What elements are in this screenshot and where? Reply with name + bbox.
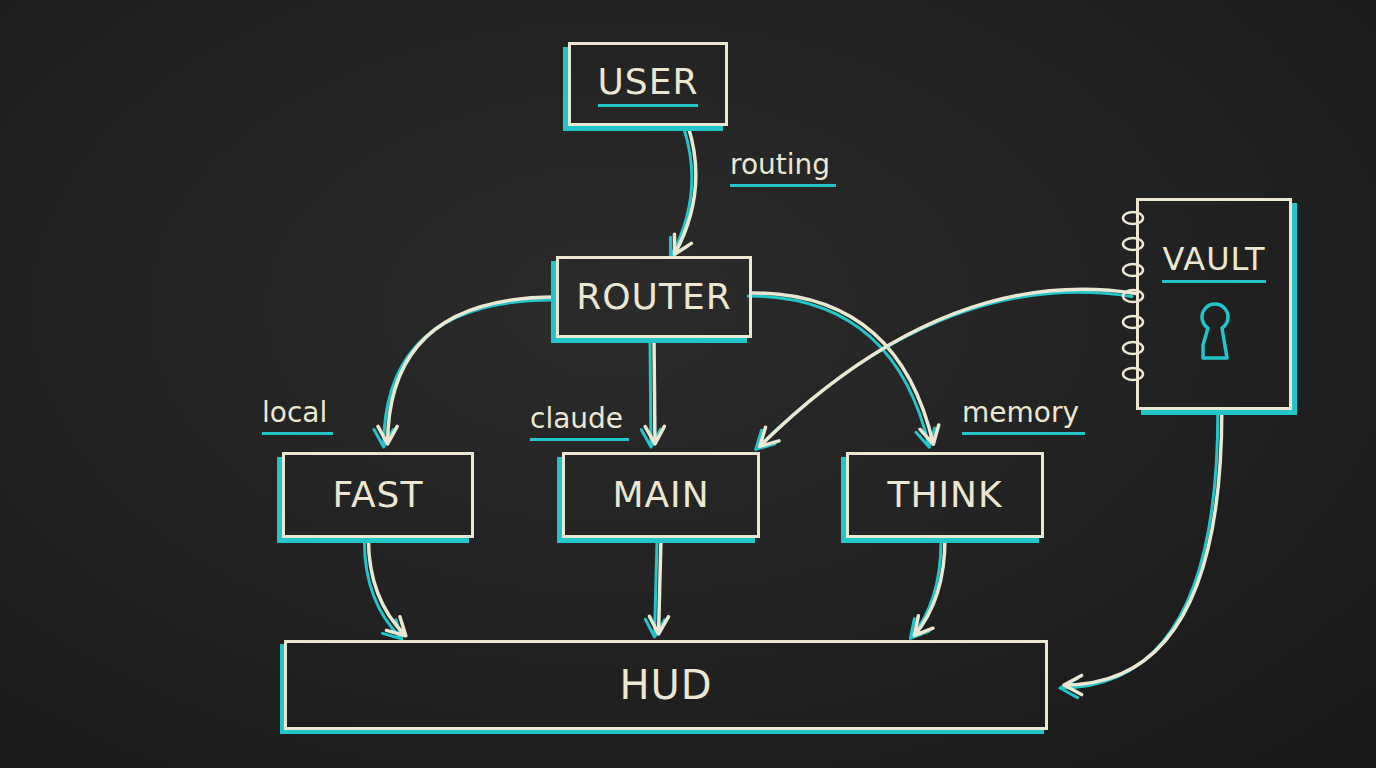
arrow-line (368, 538, 405, 636)
flow-arrow (645, 538, 668, 637)
edge-label-box: local (262, 398, 333, 429)
arrow-line (645, 338, 664, 444)
spiral-ring (1123, 212, 1143, 224)
arrow-line (649, 538, 668, 634)
process-box: HUD (284, 640, 1048, 730)
process-box: VAULT (1136, 198, 1292, 410)
arrow-line (914, 538, 945, 635)
flow-arrow (364, 538, 405, 639)
spiral-ring (1123, 264, 1143, 276)
flow-arrow (756, 289, 1136, 449)
process-box: THINK (846, 452, 1044, 538)
spiral-ring (1123, 342, 1143, 354)
flow-arrow (641, 338, 664, 447)
notebook-spiral (1123, 212, 1143, 380)
node-label: ROUTER (576, 276, 731, 317)
spiral-ring (1123, 238, 1143, 250)
node-label: THINK (887, 474, 1002, 515)
arrow-shadow (1060, 413, 1218, 698)
spiral-ring (1123, 290, 1143, 302)
process-box: FAST (282, 452, 474, 538)
arrow-shadow (756, 292, 1132, 449)
keyhole-symbol (1202, 304, 1228, 358)
edge-label: memory (962, 396, 1085, 435)
arrow-line (1064, 410, 1222, 695)
edge-label: claude (530, 402, 629, 441)
edge-label: local (262, 396, 333, 435)
arrow-shadow (641, 341, 660, 447)
edge-label-box: memory (962, 398, 1085, 429)
node-label: USER (598, 61, 699, 107)
arrow-line (674, 126, 695, 254)
flow-arrow (1060, 410, 1222, 698)
process-box: MAIN (562, 452, 760, 538)
flow-arrow (748, 293, 939, 447)
edge-label: routing (730, 148, 836, 187)
flow-arrow (670, 126, 695, 257)
node-label: FAST (333, 474, 424, 515)
flow-arrow (910, 538, 945, 638)
node-label: MAIN (612, 474, 709, 515)
spiral-ring (1123, 368, 1143, 380)
node-label: VAULT (1162, 241, 1265, 283)
edge-label-box: claude (530, 404, 629, 435)
arrow-line (760, 289, 1136, 446)
spiral-ring (1123, 316, 1143, 328)
node-label: HUD (619, 662, 712, 708)
arrow-line (752, 293, 939, 444)
process-box: ROUTER (556, 256, 752, 338)
process-box: USER (568, 42, 728, 126)
edge-label-box: routing (730, 150, 836, 181)
flow-arrow (374, 297, 556, 447)
